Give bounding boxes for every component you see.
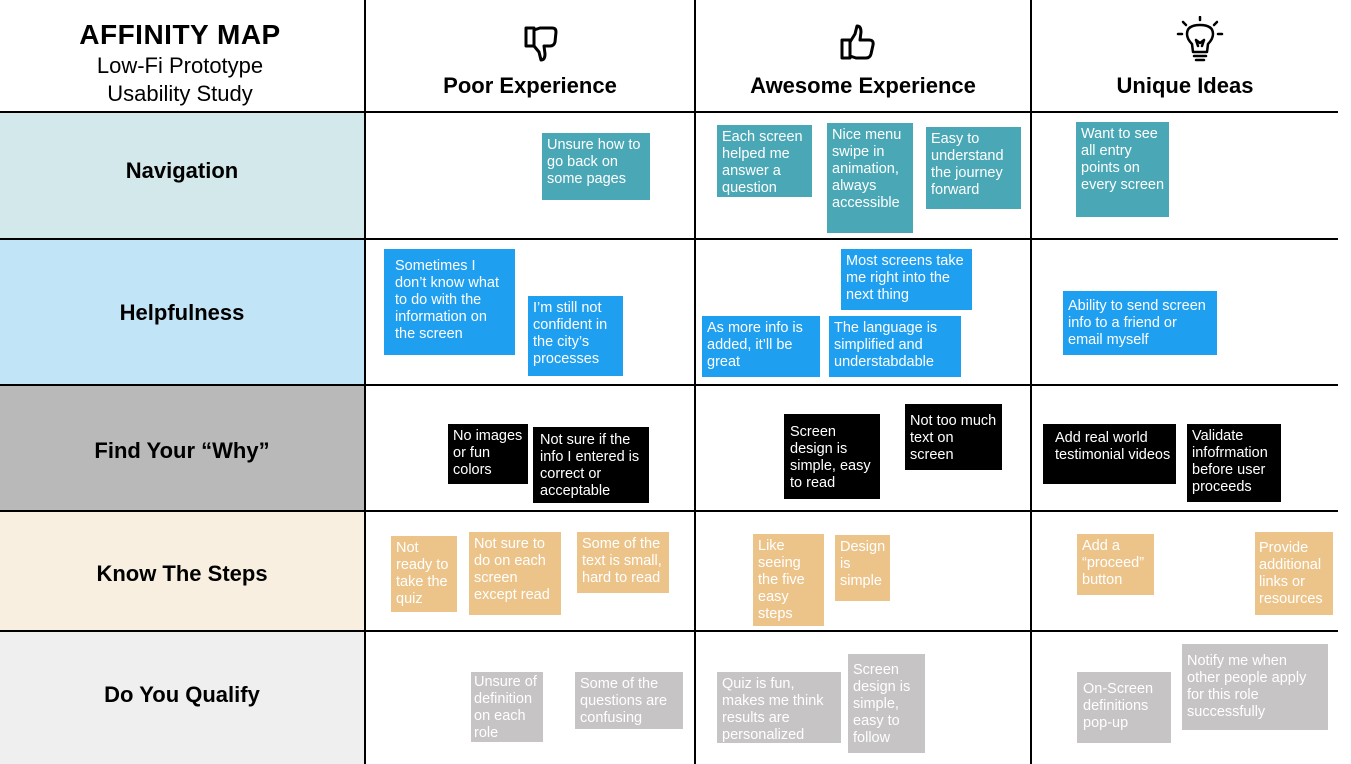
sticky-note: No images or fun colors <box>448 424 528 484</box>
sticky-note: Screen design is simple, easy to follow <box>848 654 925 753</box>
grid-line-horizontal <box>0 238 1338 240</box>
sticky-note: Some of the text is small, hard to read <box>577 532 669 593</box>
sticky-note: Most screens take me right into the next… <box>841 249 972 310</box>
sticky-note: Each screen helped me answer a question <box>717 125 812 197</box>
column-header-unique-ideas: Unique Ideas <box>1116 73 1254 98</box>
sticky-note: Not sure if the info I entered is correc… <box>533 427 649 503</box>
sticky-note: Sometimes I don’t know what to do with t… <box>384 249 515 355</box>
row-label-find-your-why: Find Your “Why” <box>94 438 270 463</box>
row-bg-find-your-why <box>0 386 364 511</box>
grid-line-horizontal <box>0 111 1338 113</box>
grid-line-horizontal <box>0 510 1338 512</box>
page-subtitle-line2: Usability Study <box>107 81 253 106</box>
row-label-helpfulness: Helpfulness <box>119 299 245 325</box>
sticky-note: Notify me when other people apply for th… <box>1182 644 1328 730</box>
sticky-note: Nice menu swipe in animation, always acc… <box>827 123 913 233</box>
sticky-note: Unsure of definition on each role <box>471 672 543 742</box>
sticky-note: Validate infofrmation before user procee… <box>1187 424 1281 502</box>
sticky-note: Not ready to take the quiz <box>391 536 457 612</box>
thumbs-up-icon <box>840 24 875 60</box>
sticky-note: On-Screen definitions pop-up <box>1077 672 1171 743</box>
sticky-note: Some of the questions are confusing <box>575 672 683 729</box>
grid-line-vertical <box>364 0 366 764</box>
sticky-note: Not sure to do on each screen except rea… <box>469 532 561 615</box>
row-label-navigation: Navigation <box>125 157 239 183</box>
page-subtitle-line1: Low-Fi Prototype <box>96 53 264 78</box>
sticky-note: Quiz is fun, makes me think results are … <box>717 672 841 743</box>
grid-line-vertical <box>1030 0 1032 764</box>
sticky-note: Design is simple <box>835 535 890 601</box>
row-bg-helpfulness <box>0 240 364 385</box>
column-header-awesome-experience: Awesome Experience <box>750 73 976 98</box>
grid-line-horizontal <box>0 630 1338 632</box>
thumbs-down-icon <box>524 26 558 62</box>
sticky-note: As more info is added, it’ll be great <box>702 316 820 377</box>
sticky-note: Ability to send screen info to a friend … <box>1063 291 1217 355</box>
sticky-note: I’m still not confident in the city’s pr… <box>528 296 623 376</box>
sticky-note: Want to see all entry points on every sc… <box>1076 122 1169 217</box>
row-bg-navigation <box>0 113 364 239</box>
page-title: AFFINITY MAP <box>79 19 281 50</box>
grid-line-horizontal <box>0 384 1338 386</box>
sticky-note: Not too much text on screen <box>905 404 1002 470</box>
sticky-note: Like seeing the five easy steps <box>753 534 824 626</box>
sticky-note: Add a “proceed” button <box>1077 534 1154 595</box>
row-bg-know-the-steps <box>0 512 364 631</box>
sticky-note: The language is simplified and understab… <box>829 316 961 377</box>
row-bg-do-you-qualify <box>0 632 364 764</box>
title-block: AFFINITY MAP Low-Fi Prototype Usability … <box>60 18 300 108</box>
lightbulb-icon <box>1176 16 1224 62</box>
row-label-know-the-steps: Know The Steps <box>96 561 268 586</box>
sticky-note: Unsure how to go back on some pages <box>542 133 650 200</box>
column-header-poor-experience: Poor Experience <box>443 73 617 98</box>
sticky-note: Easy to understand the journey forward <box>926 127 1021 209</box>
sticky-note: Screen design is simple, easy to read <box>784 414 880 499</box>
grid-line-vertical <box>694 0 696 764</box>
row-label-do-you-qualify: Do You Qualify <box>104 682 260 707</box>
sticky-note: Add real world testimonial videos <box>1043 424 1176 484</box>
sticky-note: Provide additional links or resources <box>1255 532 1333 615</box>
